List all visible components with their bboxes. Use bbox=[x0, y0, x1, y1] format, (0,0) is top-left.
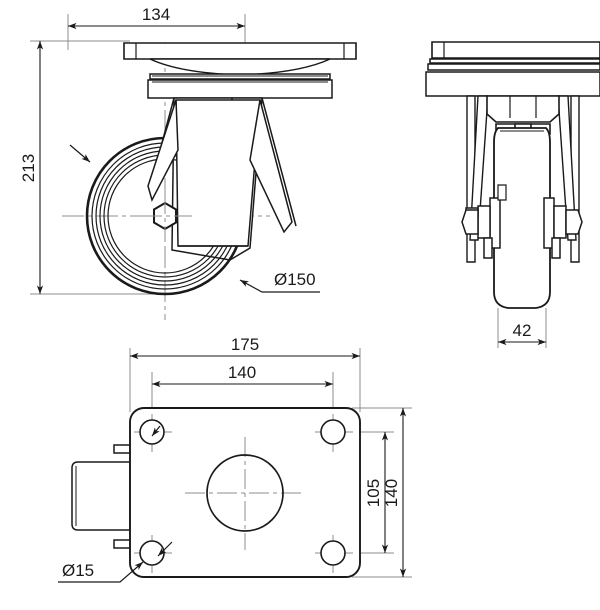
fork-leg-right-outer bbox=[261, 97, 297, 227]
side-view-extension-lines bbox=[30, 14, 246, 295]
dimension-42: 42 bbox=[497, 308, 547, 348]
fork-leg-right-taper bbox=[557, 95, 577, 241]
fork-front-leg-left bbox=[147, 99, 179, 203]
tyre-leader-arrow bbox=[69, 144, 91, 163]
housing-tab-upper bbox=[113, 444, 131, 454]
side-elevation-view: 134 213 bbox=[19, 5, 357, 320]
housing-block bbox=[71, 461, 131, 531]
front-plate-lip bbox=[429, 58, 600, 64]
front-axle-assembly bbox=[461, 184, 583, 259]
front-race-block bbox=[425, 71, 600, 97]
plan-bolt-holes bbox=[139, 419, 346, 566]
bolt-hole-top-right bbox=[320, 419, 346, 445]
bolt-shank-left bbox=[483, 237, 493, 259]
dimension-105: 105 bbox=[364, 432, 389, 553]
fork-front-plate bbox=[175, 99, 261, 247]
front-swivel-raceway bbox=[425, 63, 600, 97]
bolt-hole-bottom-right bbox=[320, 540, 346, 566]
dimension-175: 175 bbox=[130, 335, 360, 360]
front-plate-body bbox=[431, 41, 600, 59]
kingpin-nut-body bbox=[486, 95, 560, 123]
front-elevation-view: 42 bbox=[425, 41, 600, 348]
dimension-140-horizontal: 140 bbox=[152, 363, 333, 388]
hub-center-cross bbox=[140, 192, 192, 242]
swivel-raceway bbox=[147, 58, 333, 99]
housing-tab-lower bbox=[113, 539, 131, 549]
front-top-plate bbox=[429, 41, 600, 64]
dim-label-175: 175 bbox=[231, 335, 259, 354]
axle-nut-left bbox=[461, 209, 479, 235]
dimension-diameter-150: Ø150 bbox=[239, 270, 320, 293]
dim-label-42: 42 bbox=[513, 321, 532, 340]
fork-front-leg-right bbox=[249, 99, 293, 234]
leader-arrow-tl bbox=[151, 425, 161, 437]
front-race-line bbox=[427, 63, 600, 71]
dim-label-15: Ø15 bbox=[62, 561, 94, 580]
front-wheel-body bbox=[493, 127, 551, 309]
top-mounting-plate bbox=[123, 42, 357, 60]
bolt-hole-top-left bbox=[139, 419, 165, 445]
dimension-213: 213 bbox=[19, 41, 44, 294]
raceway-ball-race bbox=[149, 73, 331, 80]
axle-washer-right bbox=[553, 205, 567, 239]
plan-center-bore bbox=[185, 437, 305, 550]
plan-bottom-view: 175 140 140 105 bbox=[58, 335, 412, 583]
dim-label-213: 213 bbox=[19, 154, 38, 182]
plan-side-housing bbox=[71, 444, 131, 549]
leader-line-15 bbox=[58, 561, 144, 583]
leader-arrow-bl bbox=[157, 541, 173, 557]
bolt-shank-right bbox=[551, 237, 561, 259]
dim-label-134: 134 bbox=[142, 5, 170, 24]
fork-front-leg bbox=[147, 99, 293, 247]
brake-tab bbox=[497, 184, 507, 201]
wheel-profile bbox=[493, 127, 551, 309]
tyre-leader-upper bbox=[69, 144, 91, 163]
axle-washer-left bbox=[477, 205, 491, 239]
plan-leader-arrows bbox=[151, 425, 173, 557]
dim-label-105: 105 bbox=[364, 479, 383, 507]
center-bore-circle bbox=[206, 454, 284, 532]
dim-label-140-horizontal: 140 bbox=[228, 363, 256, 382]
dimension-134: 134 bbox=[68, 5, 245, 30]
plate-body bbox=[123, 42, 357, 60]
leader-line-150 bbox=[239, 279, 320, 293]
axle-nut-right bbox=[565, 209, 583, 235]
raceway-lower-cup bbox=[147, 79, 333, 99]
fork-leg-left-taper bbox=[469, 95, 489, 241]
dim-label-150: Ø150 bbox=[274, 270, 316, 289]
dimension-diameter-15: Ø15 bbox=[58, 561, 144, 583]
